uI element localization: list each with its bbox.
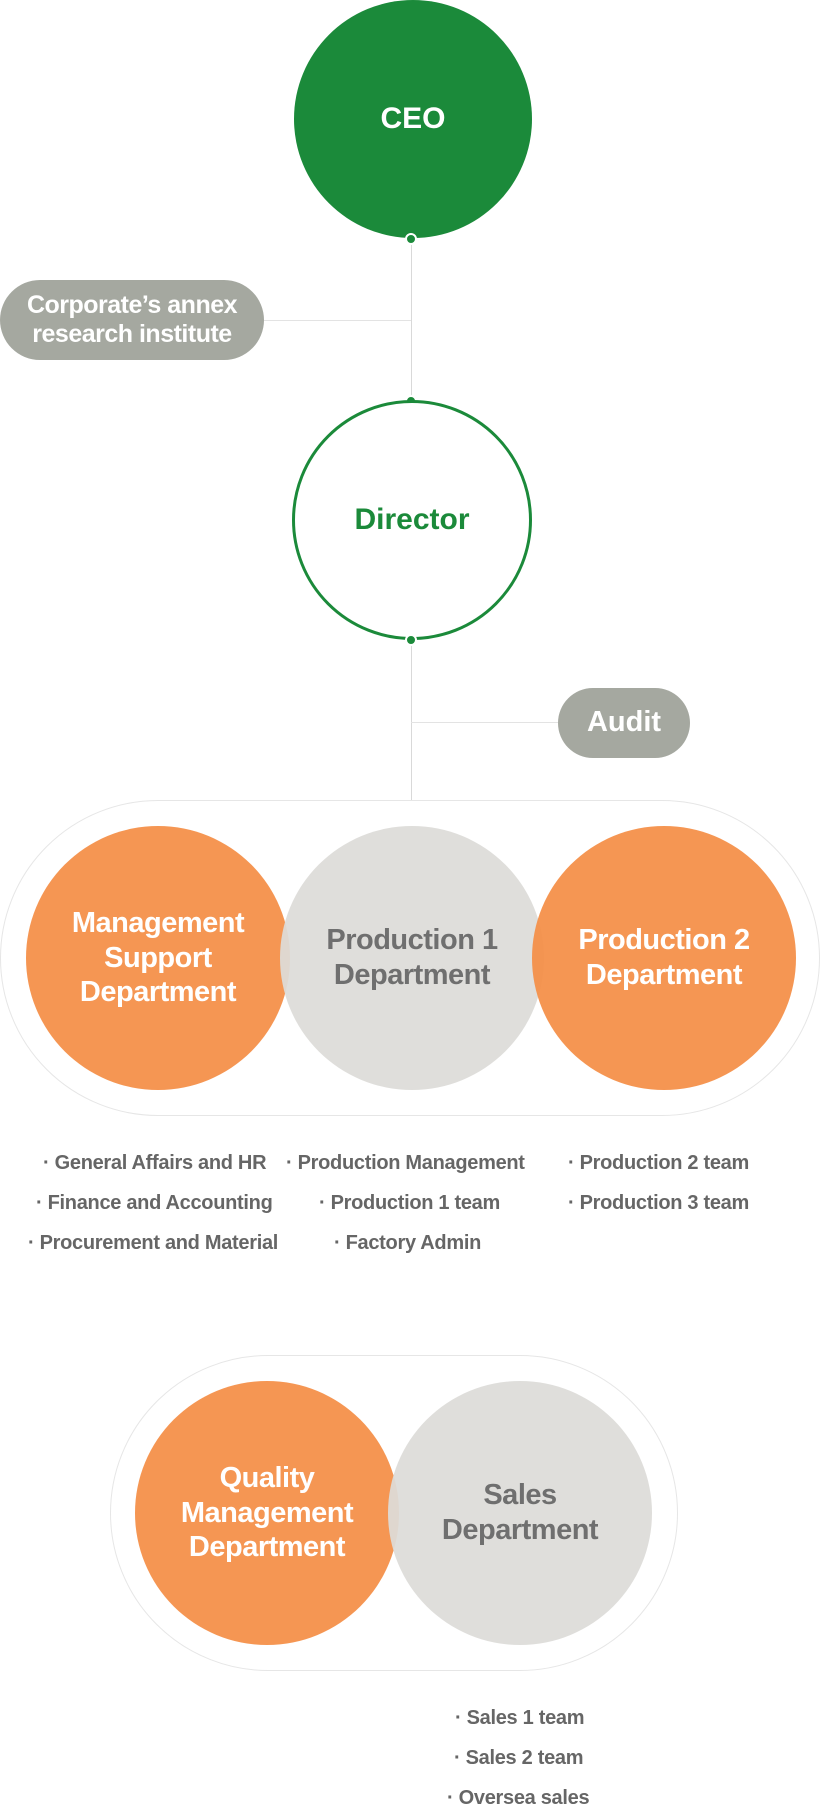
ceo-label: CEO bbox=[380, 102, 446, 135]
management-support-department: Management Support Department bbox=[26, 826, 290, 1090]
team-item: · General Affairs and HR bbox=[43, 1152, 267, 1174]
director-bottom-dot bbox=[405, 634, 417, 646]
annex-label: Corporate’s annex research institute bbox=[26, 291, 238, 348]
department-name: Quality Management Department bbox=[180, 1461, 354, 1564]
audit-badge: Audit bbox=[558, 688, 690, 758]
department-name: Management Support Department bbox=[71, 906, 245, 1009]
team-item: · Production 3 team bbox=[568, 1192, 749, 1214]
team-item: · Procurement and Material bbox=[28, 1232, 279, 1254]
connector-director-departments bbox=[411, 640, 412, 800]
team-item: · Oversea sales bbox=[447, 1787, 590, 1809]
management-support-teams: · General Affairs and HR · Finance and A… bbox=[28, 1143, 278, 1263]
quality-management-department: Quality Management Department bbox=[135, 1381, 399, 1645]
production-1-teams: · Production Management · Production 1 t… bbox=[286, 1143, 525, 1263]
ceo-node: CEO bbox=[294, 0, 532, 238]
sales-teams: · Sales 1 team · Sales 2 team · Oversea … bbox=[447, 1698, 590, 1818]
ceo-connector-dot bbox=[405, 233, 417, 245]
connector-annex bbox=[255, 320, 411, 321]
director-node: Director bbox=[292, 400, 532, 640]
department-name: Production 2 Department bbox=[578, 924, 750, 991]
director-label: Director bbox=[354, 503, 470, 536]
production-2-teams: · Production 2 team · Production 3 team bbox=[568, 1143, 749, 1223]
department-name: Production 1 Department bbox=[326, 924, 498, 991]
production-1-department: Production 1 Department bbox=[280, 826, 544, 1090]
connector-ceo-director bbox=[411, 240, 412, 400]
sales-department: Sales Department bbox=[388, 1381, 652, 1645]
team-item: · Production 1 team bbox=[319, 1192, 500, 1214]
team-item: · Sales 2 team bbox=[454, 1747, 584, 1769]
department-name: Sales Department bbox=[441, 1479, 599, 1546]
team-item: · Production Management bbox=[286, 1152, 525, 1174]
team-item: · Finance and Accounting bbox=[36, 1192, 273, 1214]
connector-audit bbox=[411, 722, 561, 723]
team-item: · Factory Admin bbox=[334, 1232, 481, 1254]
team-item: · Production 2 team bbox=[568, 1152, 749, 1174]
annex-research-institute-badge: Corporate’s annex research institute bbox=[0, 280, 264, 360]
team-item: · Sales 1 team bbox=[455, 1707, 585, 1729]
production-2-department: Production 2 Department bbox=[532, 826, 796, 1090]
audit-label: Audit bbox=[586, 706, 662, 739]
